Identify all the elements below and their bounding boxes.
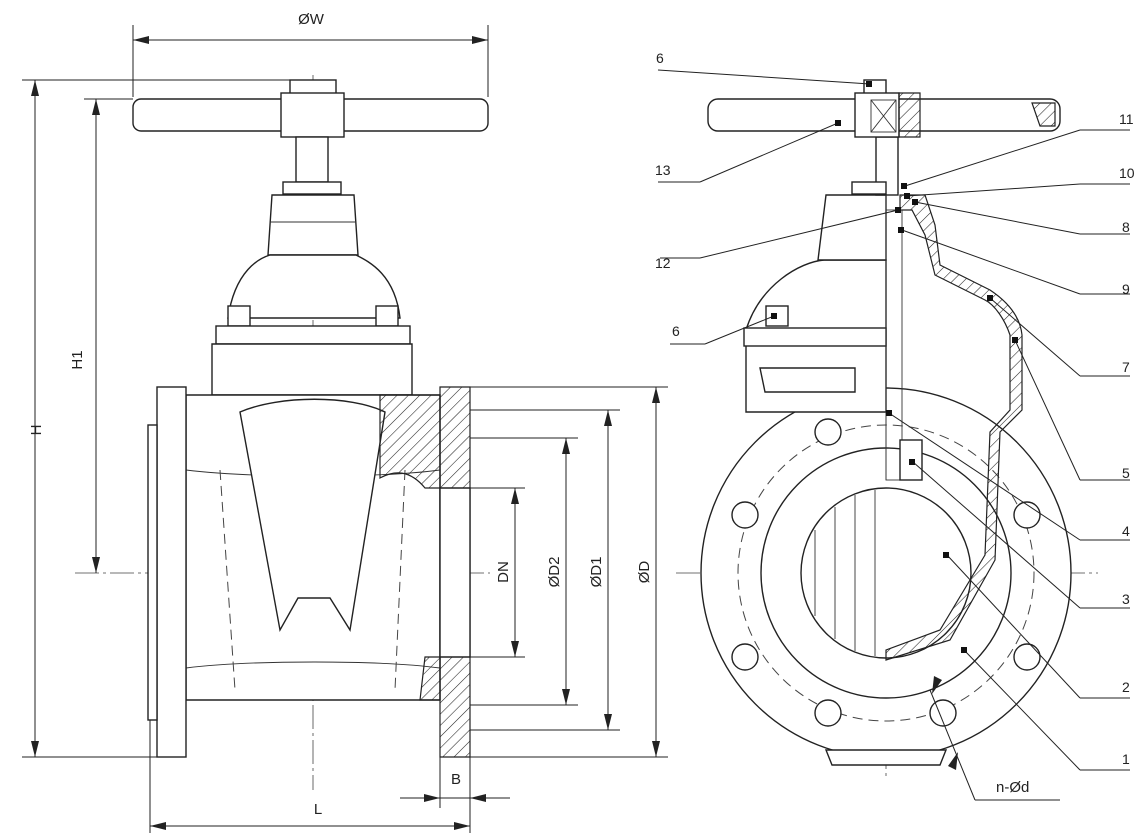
stem: [295, 136, 329, 183]
callout-leaders: [657, 69, 1130, 801]
callout-label: 2: [1122, 679, 1130, 695]
dim-label-raised-face: ØD2: [546, 557, 563, 588]
callout-label: 5: [1122, 465, 1130, 481]
callout-label: 10: [1119, 165, 1135, 181]
bolt-hole: [1013, 501, 1041, 529]
stem-inner: [885, 209, 903, 481]
bolt-holes: [731, 418, 1041, 727]
bolt-hole: [814, 418, 842, 446]
dim-label-flange-diameter: ØD: [636, 561, 653, 584]
bonnet-bolt-left: [227, 305, 251, 327]
stem-nut: [289, 79, 337, 95]
body-section-wall: [885, 194, 1023, 661]
dim-label-nominal-bore: DN: [495, 561, 512, 583]
bolt-hole: [1013, 643, 1041, 671]
callout-label: 13: [655, 162, 671, 178]
side-section-view: [676, 79, 1098, 780]
body-wall-section-top: [379, 394, 441, 489]
callout-label: 7: [1122, 359, 1130, 375]
body-foot: [824, 749, 948, 766]
bore-lines: [814, 490, 876, 656]
callout-label: 11: [1119, 111, 1134, 127]
gate-wedge: [239, 398, 386, 633]
bonnet-flange-left: [743, 327, 887, 347]
hub-section: [898, 92, 921, 138]
bonnet-body: [211, 343, 413, 396]
bolt-hole: [731, 501, 759, 529]
callout-label: 9: [1122, 281, 1130, 297]
dim-label-bolt-holes: n-Ød: [996, 779, 1029, 796]
handwheel-end-section: [1031, 102, 1056, 127]
handwheel-hub: [280, 92, 345, 138]
bonnet-neck-left: [817, 194, 887, 261]
stem-collar-side: [851, 181, 887, 195]
body-wall-section-bottom: [419, 656, 441, 701]
dim-label-height-to-centre: H1: [69, 350, 86, 369]
bolt-hole: [731, 643, 759, 671]
front-section-view: [75, 75, 490, 790]
callout-label: 6: [672, 323, 680, 339]
bonnet-dome: [227, 254, 401, 319]
dim-label-flange-thickness: B: [451, 771, 461, 788]
callout-label: 4: [1122, 523, 1130, 539]
left-flange: [156, 386, 187, 758]
callout-label: 3: [1122, 591, 1130, 607]
bolt-hole: [814, 699, 842, 727]
dim-label-face-to-face: L: [314, 801, 322, 818]
stem-collar: [282, 181, 342, 195]
callout-labels: 6 13 11 10 8 12 9 6 7 5 4 3 2 1 n-Ød: [655, 50, 1135, 796]
callout-label: 12: [655, 255, 671, 271]
callout-label: 1: [1122, 751, 1130, 767]
callout-label: 8: [1122, 219, 1130, 235]
callout-label: 6: [656, 50, 664, 66]
dim-label-overall-height: H: [28, 425, 45, 436]
dim-label-overall-width: ØW: [298, 11, 325, 28]
bonnet-bolt-right: [375, 305, 399, 327]
front-view-dimensions: ØW H H1 DN ØD2 ØD1: [22, 11, 668, 833]
left-raised-face: [147, 424, 158, 721]
bonnet-slot: [759, 367, 856, 393]
right-flange-bore: [439, 487, 471, 658]
bonnet-flange: [215, 325, 411, 345]
bonnet-neck: [267, 194, 359, 256]
dim-label-bolt-circle: ØD1: [588, 557, 605, 588]
